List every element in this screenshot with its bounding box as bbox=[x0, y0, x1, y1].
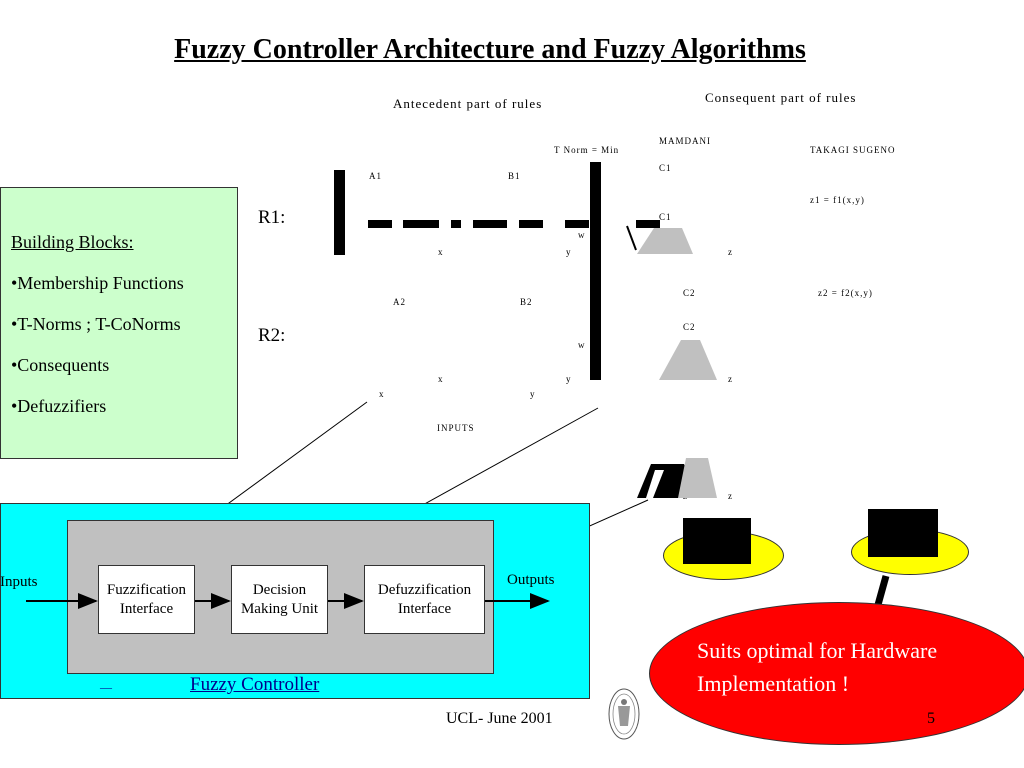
consequent-header: Consequent part of rules bbox=[705, 90, 857, 105]
building-blocks-heading: Building Blocks: bbox=[11, 232, 134, 252]
footer-date: UCL- June 2001 bbox=[446, 710, 553, 727]
label-a2: A2 bbox=[393, 297, 406, 307]
hardware-line2: Implementation ! bbox=[697, 671, 850, 696]
tnorm-label: T Norm = Min bbox=[554, 145, 620, 155]
chip-right bbox=[868, 509, 938, 557]
chip-left bbox=[683, 518, 751, 564]
label-c2-marker: C2 bbox=[683, 322, 696, 332]
building-blocks-panel: Building Blocks: •Membership Functions •… bbox=[0, 187, 238, 459]
axis-y-r2: y bbox=[566, 374, 572, 384]
fuzzification-interface-block: Fuzzification Interface bbox=[98, 565, 195, 634]
axis-y-r1: y bbox=[566, 247, 572, 257]
hardware-line1: Suits optimal for Hardware bbox=[697, 638, 938, 663]
inputs-marker: INPUTS bbox=[437, 423, 475, 433]
defuzzification-interface-block: Defuzzification Interface bbox=[364, 565, 485, 634]
building-block-item: •Membership Functions bbox=[11, 273, 184, 293]
building-block-item: •T-Norms ; T-CoNorms bbox=[11, 314, 181, 334]
university-seal-icon bbox=[608, 688, 640, 740]
rule-r2-label: R2: bbox=[258, 325, 286, 346]
weight-w-r2: w bbox=[578, 340, 586, 350]
axis-z-result-b: z bbox=[728, 491, 733, 501]
takagi-sugeno-r2-output: z2 = f2(x,y) bbox=[818, 288, 873, 298]
controller-dash: — bbox=[100, 680, 112, 694]
slide-title: Fuzzy Controller Architecture and Fuzzy … bbox=[174, 34, 806, 65]
building-block-item: •Defuzzifiers bbox=[11, 396, 107, 416]
takagi-sugeno-label: TAKAGI SUGENO bbox=[810, 145, 896, 155]
weight-w-r1: w bbox=[578, 230, 586, 240]
takagi-sugeno-r1-output: z1 = f1(x,y) bbox=[810, 195, 865, 205]
decision-line2: Making Unit bbox=[240, 600, 319, 617]
axis-x-r2: x bbox=[438, 374, 444, 384]
fuzzification-line1: Fuzzification bbox=[106, 581, 187, 598]
rule-r1-label: R1: bbox=[258, 207, 286, 228]
membership-bar-a1 bbox=[334, 170, 345, 255]
hardware-callout-ellipse bbox=[649, 602, 1024, 745]
label-c2: C2 bbox=[683, 288, 696, 298]
decision-line1: Decision bbox=[252, 581, 307, 598]
defuzzification-line2: Interface bbox=[397, 600, 452, 617]
label-a1: A1 bbox=[369, 171, 382, 181]
consequent-c2-shape bbox=[659, 340, 717, 380]
input-x-value: x bbox=[379, 389, 385, 399]
decision-making-unit-block: Decision Making Unit bbox=[231, 565, 328, 634]
label-c1-marker: C1 bbox=[659, 212, 672, 222]
defuzzification-line1: Defuzzification bbox=[377, 581, 472, 598]
tnorm-min-bar bbox=[590, 162, 601, 380]
axis-z-r2: z bbox=[728, 374, 733, 384]
mamdani-label: MAMDANI bbox=[659, 136, 711, 146]
label-c1: C1 bbox=[659, 163, 672, 173]
fuzzy-controller-caption: Fuzzy Controller bbox=[190, 674, 320, 695]
building-block-item: •Consequents bbox=[11, 355, 110, 375]
outputs-label: Outputs bbox=[507, 572, 555, 588]
consequent-c1-shape bbox=[637, 228, 693, 254]
fuzzification-line2: Interface bbox=[119, 600, 174, 617]
axis-x-r1: x bbox=[438, 247, 444, 257]
label-b1: B1 bbox=[508, 171, 521, 181]
inputs-label: Inputs bbox=[0, 574, 38, 590]
input-y-value: y bbox=[530, 389, 536, 399]
hardware-callout-text: Suits optimal for Hardware Implementatio… bbox=[697, 634, 937, 700]
rule-r1-dashed-line bbox=[368, 220, 660, 228]
page-number: 5 bbox=[927, 710, 935, 727]
label-b2: B2 bbox=[520, 297, 533, 307]
antecedent-header: Antecedent part of rules bbox=[393, 96, 543, 111]
axis-z-r1: z bbox=[728, 247, 733, 257]
